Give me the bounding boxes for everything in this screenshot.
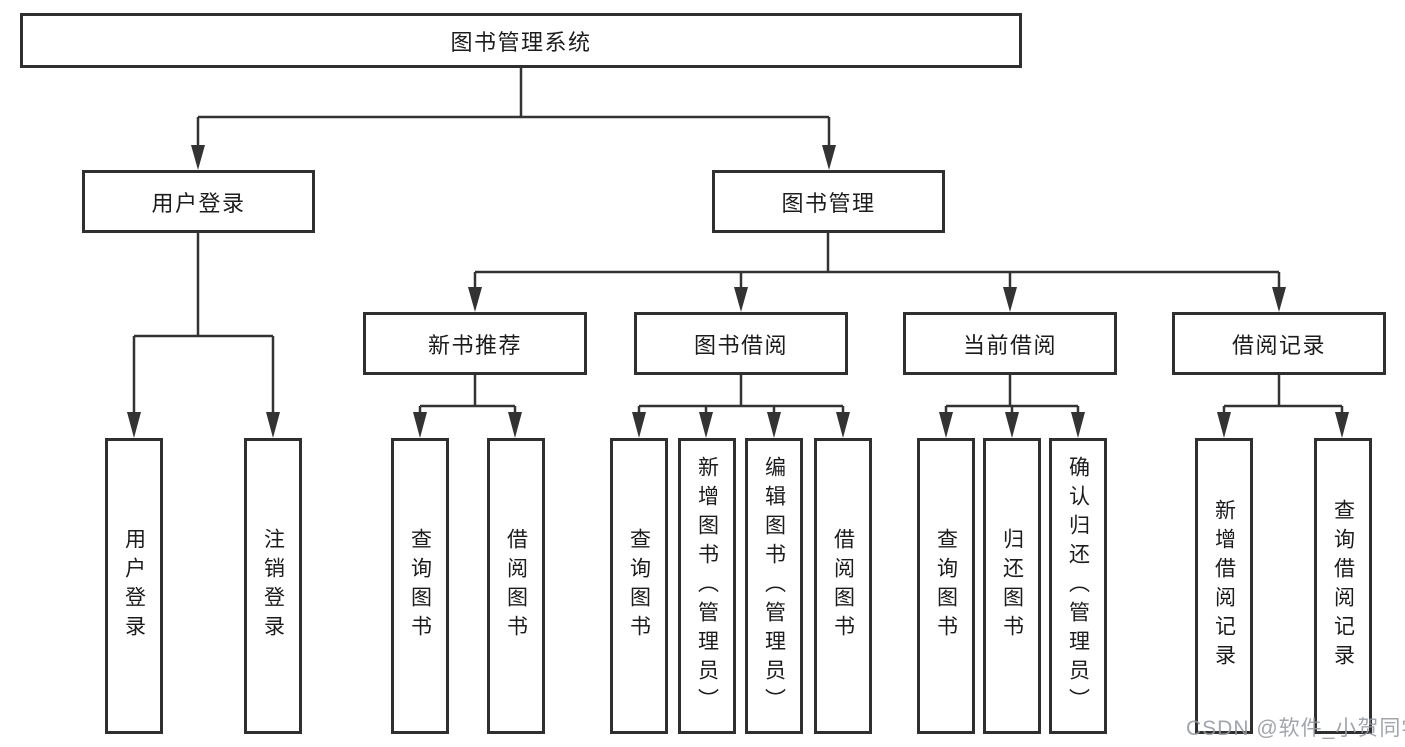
arrowhead: [1003, 287, 1017, 312]
node-label: 借阅图书: [831, 528, 855, 644]
arrowhead: [1005, 412, 1019, 438]
arrowhead: [836, 412, 850, 438]
node-label: 图书管理: [781, 190, 876, 216]
node-user-login: 用户登录: [82, 170, 315, 233]
connector-userlogin-to-leaves: [132, 233, 275, 416]
connector-newbook-to-leaves: [418, 375, 517, 416]
arrowhead: [508, 412, 522, 438]
node-current-borrowing: 当前借阅: [903, 312, 1117, 375]
leaf-query-books-current: 查询图书: [917, 438, 975, 734]
connector-bookmgmt-to-level3: [473, 233, 1281, 290]
node-label: 注销登录: [261, 528, 285, 644]
arrowhead: [127, 412, 141, 438]
connector-borrowrecord-to-leaves: [1222, 375, 1344, 416]
arrowhead: [632, 412, 646, 438]
connector-currentborrow-to-leaves: [944, 375, 1080, 416]
connector-root-to-level2: [196, 68, 831, 150]
node-label: 新增借阅记录: [1212, 499, 1236, 673]
node-book-borrowing: 图书借阅: [634, 312, 848, 375]
node-label: 用户登录: [151, 190, 246, 216]
arrowhead: [1217, 412, 1231, 438]
node-label: 查询借阅记录: [1331, 499, 1355, 673]
leaf-user-login: 用户登录: [105, 438, 163, 734]
node-label: 确认归还（管理员）: [1066, 455, 1090, 717]
arrowhead: [699, 412, 713, 438]
arrowhead: [767, 412, 781, 438]
node-label: 用户登录: [122, 528, 146, 644]
arrowhead: [1272, 287, 1286, 312]
node-library-management-system: 图书管理系统: [20, 13, 1022, 68]
leaf-return-book: 归还图书: [983, 438, 1041, 734]
node-label: 查询图书: [408, 528, 432, 644]
node-label: 当前借阅: [962, 332, 1057, 358]
arrowhead: [1335, 412, 1349, 438]
leaf-add-borrow-record: 新增借阅记录: [1195, 438, 1253, 734]
arrowhead: [191, 145, 205, 170]
node-new-book-recommendation: 新书推荐: [363, 312, 587, 375]
arrowhead: [734, 287, 748, 312]
node-label: 图书借阅: [693, 332, 788, 358]
node-label: 图书管理系统: [450, 29, 592, 55]
node-label: 查询图书: [934, 528, 958, 644]
node-label: 借阅图书: [504, 528, 528, 644]
node-label: 查询图书: [627, 528, 651, 644]
leaf-confirm-return-admin: 确认归还（管理员）: [1049, 438, 1107, 734]
leaf-logout: 注销登录: [244, 438, 302, 734]
arrowheads: [127, 145, 1349, 438]
node-label: 新书推荐: [427, 332, 522, 358]
node-label: 编辑图书（管理员）: [762, 455, 786, 717]
node-label: 新增图书（管理员）: [695, 455, 719, 717]
leaf-borrow-books: 借阅图书: [814, 438, 872, 734]
arrowhead: [1071, 412, 1085, 438]
arrowhead: [266, 412, 280, 438]
node-book-management: 图书管理: [712, 170, 945, 233]
csdn-watermark: CSDN @软件_小贺同学: [1186, 717, 1405, 740]
arrowhead: [468, 287, 482, 312]
leaf-query-books-recommend: 查询图书: [391, 438, 449, 734]
arrowhead: [413, 412, 427, 438]
leaf-add-book-admin: 新增图书（管理员）: [678, 438, 736, 734]
node-borrowing-records: 借阅记录: [1172, 312, 1386, 375]
arrowhead: [822, 145, 836, 170]
leaf-query-books-borrow: 查询图书: [610, 438, 668, 734]
connector-bookborrow-to-leaves: [637, 375, 845, 416]
leaf-edit-book-admin: 编辑图书（管理员）: [745, 438, 803, 734]
leaf-query-borrow-record: 查询借阅记录: [1314, 438, 1372, 734]
arrowhead: [939, 412, 953, 438]
node-label: 借阅记录: [1231, 332, 1326, 358]
leaf-borrow-books-recommend: 借阅图书: [487, 438, 545, 734]
node-label: 归还图书: [1000, 528, 1024, 644]
